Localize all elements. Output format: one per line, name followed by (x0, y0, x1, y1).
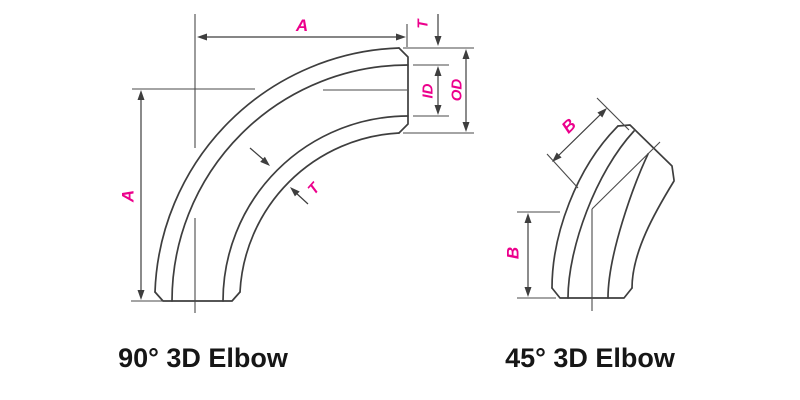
elbow-45-extension-diag-lower (546, 153, 579, 189)
dim-label-t-end: T (415, 18, 432, 29)
dim-label-a-vertical: A (119, 190, 138, 203)
elbow-45-inner-curve (631, 180, 675, 289)
arrowhead-id-top (434, 66, 442, 76)
elbow-90-inner-wall-arc (222, 115, 409, 302)
dim-label-od: OD (449, 79, 466, 102)
elbow-45-outer-curve (551, 125, 619, 289)
elbow-45-extension-diag-upper (596, 97, 630, 131)
dim-label-b-diagonal: B (558, 115, 580, 137)
arrowhead-a-vertical-top (137, 90, 145, 100)
arrowhead-a-horizontal-left (197, 33, 207, 41)
caption-elbow-45: 45° 3D Elbow (505, 343, 676, 373)
caption-elbow-90: 90° 3D Elbow (118, 343, 289, 373)
dim-label-t-wall: T (305, 179, 325, 199)
dim-label-b-vertical: B (504, 247, 523, 259)
elbow-90-outer-wall-arc (171, 64, 409, 302)
arrowhead-od-bottom (462, 122, 470, 132)
arrowhead-a-horizontal-right (396, 33, 406, 41)
dim-line-b-diagonal (554, 110, 605, 160)
elbow-90-diagram: A A T ID OD T (118, 14, 474, 373)
elbow-45-inner-wall-curve (607, 153, 649, 299)
arrowhead-a-vertical-bottom (137, 290, 145, 300)
elbow-45-outer-wall-curve (567, 130, 635, 299)
arrowhead-od-top (462, 49, 470, 59)
dim-label-id: ID (420, 83, 437, 98)
elbow-90-outer-arc (154, 47, 400, 293)
elbow-90-inner-arc (239, 132, 400, 293)
elbow-90-bottom-end-face (154, 291, 241, 302)
arrowhead-id-bottom (434, 105, 442, 115)
arrowhead-b-diagonal-lower (552, 152, 562, 162)
dim-leader-t-wall-outer (249, 147, 266, 162)
arrowhead-t-wall-outer (260, 156, 270, 166)
arrowhead-b-diagonal-upper (597, 108, 607, 118)
arrowhead-b-vertical-bottom (524, 287, 532, 297)
elbow-45-top-end-face (617, 124, 675, 181)
arrowhead-b-vertical-top (524, 213, 532, 223)
arrowhead-t-end (434, 36, 442, 46)
elbow-90-right-end-face (398, 47, 409, 134)
dim-label-a-horizontal: A (295, 16, 308, 35)
elbow-45-centerline-diagonal (591, 141, 661, 210)
elbow-45-diagram: B B 45° 3D Elbow (504, 97, 676, 373)
arrowhead-t-wall-inner (290, 187, 300, 197)
